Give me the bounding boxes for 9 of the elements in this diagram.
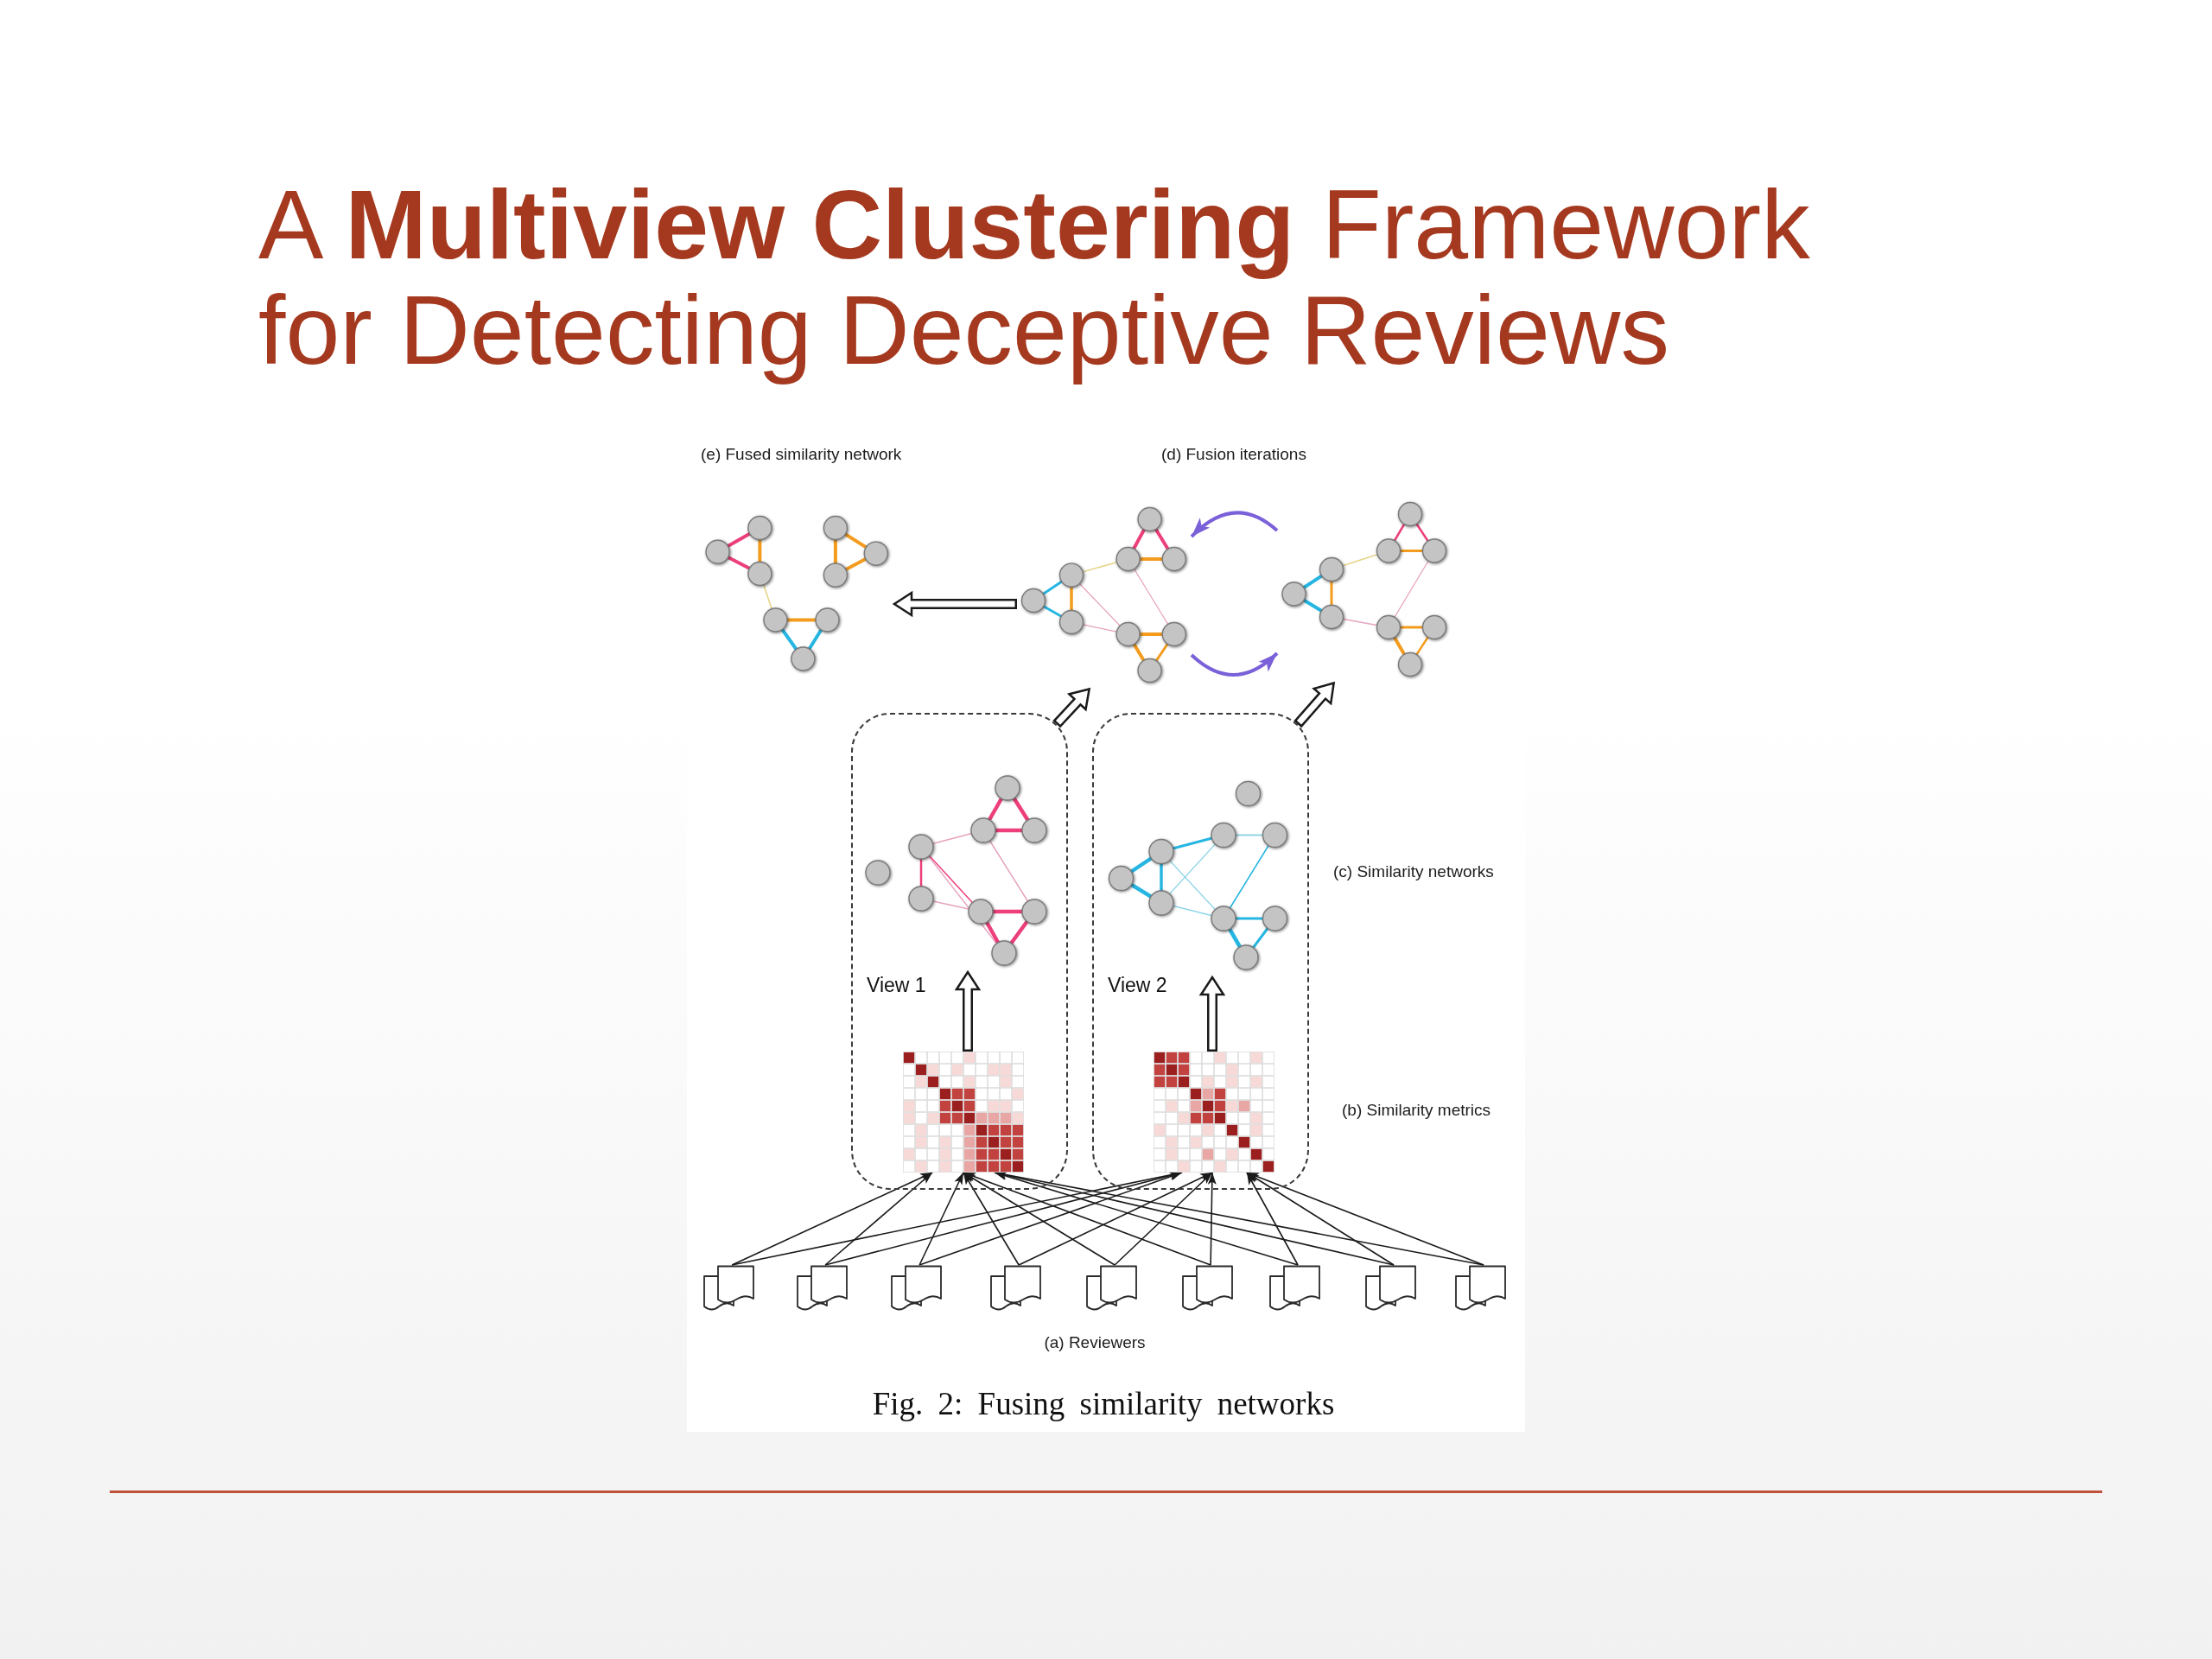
subfigure-label: (a) Reviewers: [1044, 1333, 1146, 1352]
view-label: View 1: [867, 974, 926, 997]
subfigure-label: (c) Similarity networks: [1333, 862, 1494, 881]
slide-title: A Multiview Clustering Framework for Detecting Deceptive Reviews: [258, 172, 1811, 383]
figure-caption: Fig. 2: Fusing similarity networks: [872, 1385, 1335, 1423]
subfigure-label: (e) Fused similarity network: [701, 445, 902, 464]
subfigure-label: (d) Fusion iterations: [1161, 445, 1306, 464]
subfigure-label: (b) Similarity metrics: [1342, 1101, 1491, 1120]
view-label: View 2: [1108, 974, 1167, 997]
